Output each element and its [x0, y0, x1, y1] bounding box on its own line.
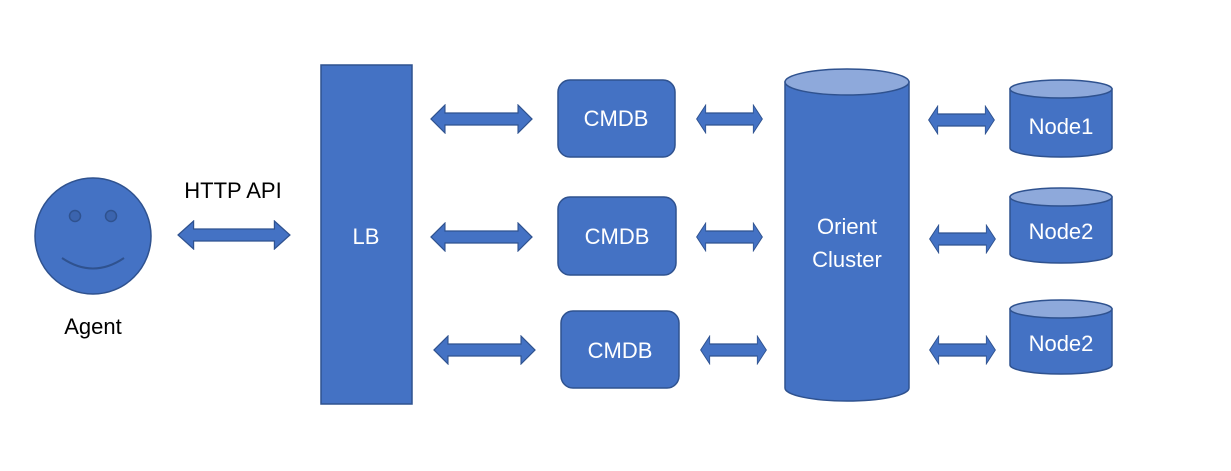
agent-icon — [34, 177, 152, 295]
node-label-2: Node2 — [1029, 219, 1094, 244]
cmdb-box-3 — [560, 310, 680, 389]
load-balancer-label: LB — [353, 224, 380, 249]
cluster-node-arrow-3 — [929, 335, 996, 365]
cluster-node-arrow-1 — [928, 105, 995, 135]
orient-cluster-cylinder — [784, 68, 910, 402]
cmdb-label-2: CMDB — [585, 224, 650, 249]
node-cylinder-1 — [1009, 79, 1113, 158]
load-balancer-box — [320, 64, 413, 405]
cmdb-box-1 — [557, 79, 676, 158]
cluster-label-line-2: Cluster — [812, 247, 882, 272]
cluster-node-arrow-2 — [929, 224, 996, 254]
http-api-label: HTTP API — [184, 178, 281, 203]
node-cylinder-3 — [1009, 299, 1113, 375]
agent-left-eye — [68, 209, 82, 223]
agent-smile — [61, 257, 125, 270]
cmdb-cluster-arrow-2 — [696, 222, 763, 252]
lb-cmdb-arrow-3 — [433, 335, 536, 365]
cluster-label-line-1: Orient — [817, 214, 877, 239]
lb-cmdb-arrow-1 — [430, 104, 533, 134]
node-label-3: Node2 — [1029, 331, 1094, 356]
cmdb-label-3: CMDB — [588, 338, 653, 363]
lb-cmdb-arrow-2 — [430, 222, 533, 252]
cmdb-cluster-arrow-1 — [696, 104, 763, 134]
agent-right-eye — [104, 209, 118, 223]
agent-label: Agent — [64, 314, 122, 339]
cmdb-cluster-arrow-3 — [700, 335, 767, 365]
node-cylinder-2 — [1009, 187, 1113, 264]
agent-lb-arrow — [177, 220, 291, 250]
cmdb-box-2 — [557, 196, 677, 276]
cmdb-label-1: CMDB — [584, 106, 649, 131]
node-label-1: Node1 — [1029, 114, 1094, 139]
